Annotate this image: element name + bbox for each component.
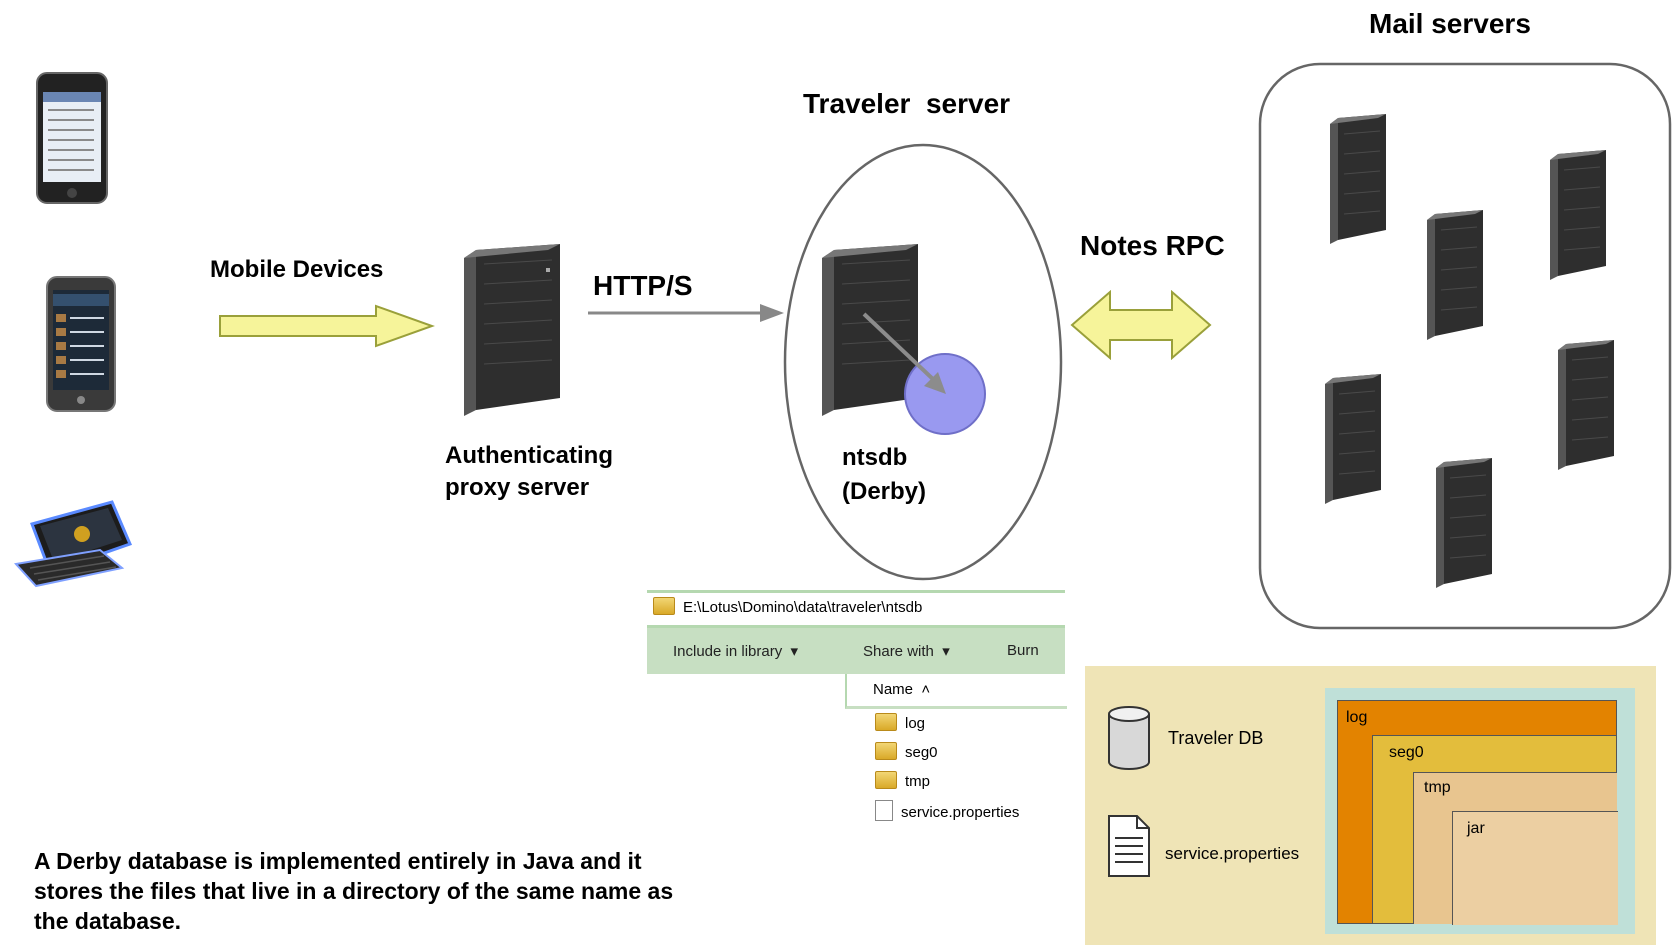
notes-rpc-double-arrow bbox=[1070, 290, 1212, 360]
explorer-window: E:\Lotus\Domino\data\traveler\ntsdb Incl… bbox=[647, 586, 1067, 824]
share-with-button[interactable]: Share with ▾ bbox=[863, 643, 950, 660]
mail-server-tower-6 bbox=[1436, 458, 1492, 588]
explorer-toolbar: Include in library ▾ Share with ▾ Burn bbox=[647, 628, 1065, 674]
mail-server-tower-4 bbox=[1325, 374, 1381, 504]
mail-server-tower-2 bbox=[1550, 150, 1606, 280]
list-item[interactable]: seg0 bbox=[875, 741, 938, 765]
traveler-db-legend-label: Traveler DB bbox=[1168, 728, 1264, 748]
notes-rpc-label: Notes RPC bbox=[1080, 230, 1225, 261]
https-arrow bbox=[588, 304, 784, 322]
proxy-server-tower bbox=[464, 244, 560, 416]
explorer-path: E:\Lotus\Domino\data\traveler\ntsdb bbox=[683, 599, 923, 616]
folder-icon bbox=[875, 742, 897, 760]
seg0-folder-box: seg0 tmp jar bbox=[1372, 735, 1618, 925]
caption-text: A Derby database is implemented entirely… bbox=[34, 846, 814, 936]
mail-servers-title: Mail servers bbox=[1369, 8, 1531, 39]
mobile-arrow bbox=[219, 304, 435, 348]
list-item[interactable]: log bbox=[875, 712, 925, 736]
service-properties-legend-label: service.properties bbox=[1165, 844, 1300, 863]
traveler-server-title: Traveler server bbox=[803, 88, 1011, 119]
legend-panel: Traveler DB service.properties log seg0 … bbox=[1085, 666, 1656, 945]
folder-icon bbox=[875, 713, 897, 731]
traveler-server-ellipse bbox=[783, 143, 1063, 581]
traveler-server-tower bbox=[822, 244, 918, 416]
folder-icon bbox=[875, 771, 897, 789]
log-folder-box: log seg0 tmp jar bbox=[1337, 700, 1618, 925]
folder-icon bbox=[653, 597, 675, 615]
tower-to-db-arrow bbox=[862, 312, 946, 394]
tablet-keyboard-image bbox=[12, 494, 134, 595]
file-icon bbox=[875, 800, 893, 821]
auth-proxy-label-line1: Authenticating bbox=[445, 442, 613, 469]
auth-proxy-label-line2: proxy server bbox=[445, 474, 590, 501]
mail-server-tower-1 bbox=[1330, 114, 1386, 244]
https-label: HTTP/S bbox=[593, 270, 693, 301]
mail-server-tower-5 bbox=[1558, 340, 1614, 470]
tmp-folder-box: tmp jar bbox=[1413, 772, 1618, 925]
caption-line-2: stores the files that live in a director… bbox=[34, 878, 674, 904]
ntsdb-label-line1: ntsdb bbox=[842, 444, 908, 471]
explorer-address-bar[interactable]: E:\Lotus\Domino\data\traveler\ntsdb bbox=[647, 590, 1065, 628]
nested-folders-frame: log seg0 tmp jar bbox=[1325, 688, 1635, 934]
jar-folder-box: jar bbox=[1452, 811, 1618, 925]
mail-server-tower-3 bbox=[1427, 210, 1483, 340]
database-cylinder-icon bbox=[1108, 706, 1150, 770]
list-item[interactable]: service.properties bbox=[875, 800, 1019, 824]
ntsdb-label-line2: (Derby) bbox=[842, 478, 927, 505]
caption-line-3: the database. bbox=[34, 908, 181, 934]
list-item[interactable]: tmp bbox=[875, 770, 930, 794]
document-icon bbox=[1108, 815, 1150, 877]
caption-line-1: A Derby database is implemented entirely… bbox=[34, 848, 642, 874]
iphone-image bbox=[36, 72, 108, 209]
burn-button[interactable]: Burn bbox=[1007, 642, 1039, 659]
android-phone-image bbox=[46, 276, 118, 419]
include-in-library-button[interactable]: Include in library ▾ bbox=[673, 643, 799, 660]
mobile-devices-label: Mobile Devices bbox=[210, 256, 384, 283]
name-column-header[interactable]: Name ˄ bbox=[845, 674, 1067, 709]
